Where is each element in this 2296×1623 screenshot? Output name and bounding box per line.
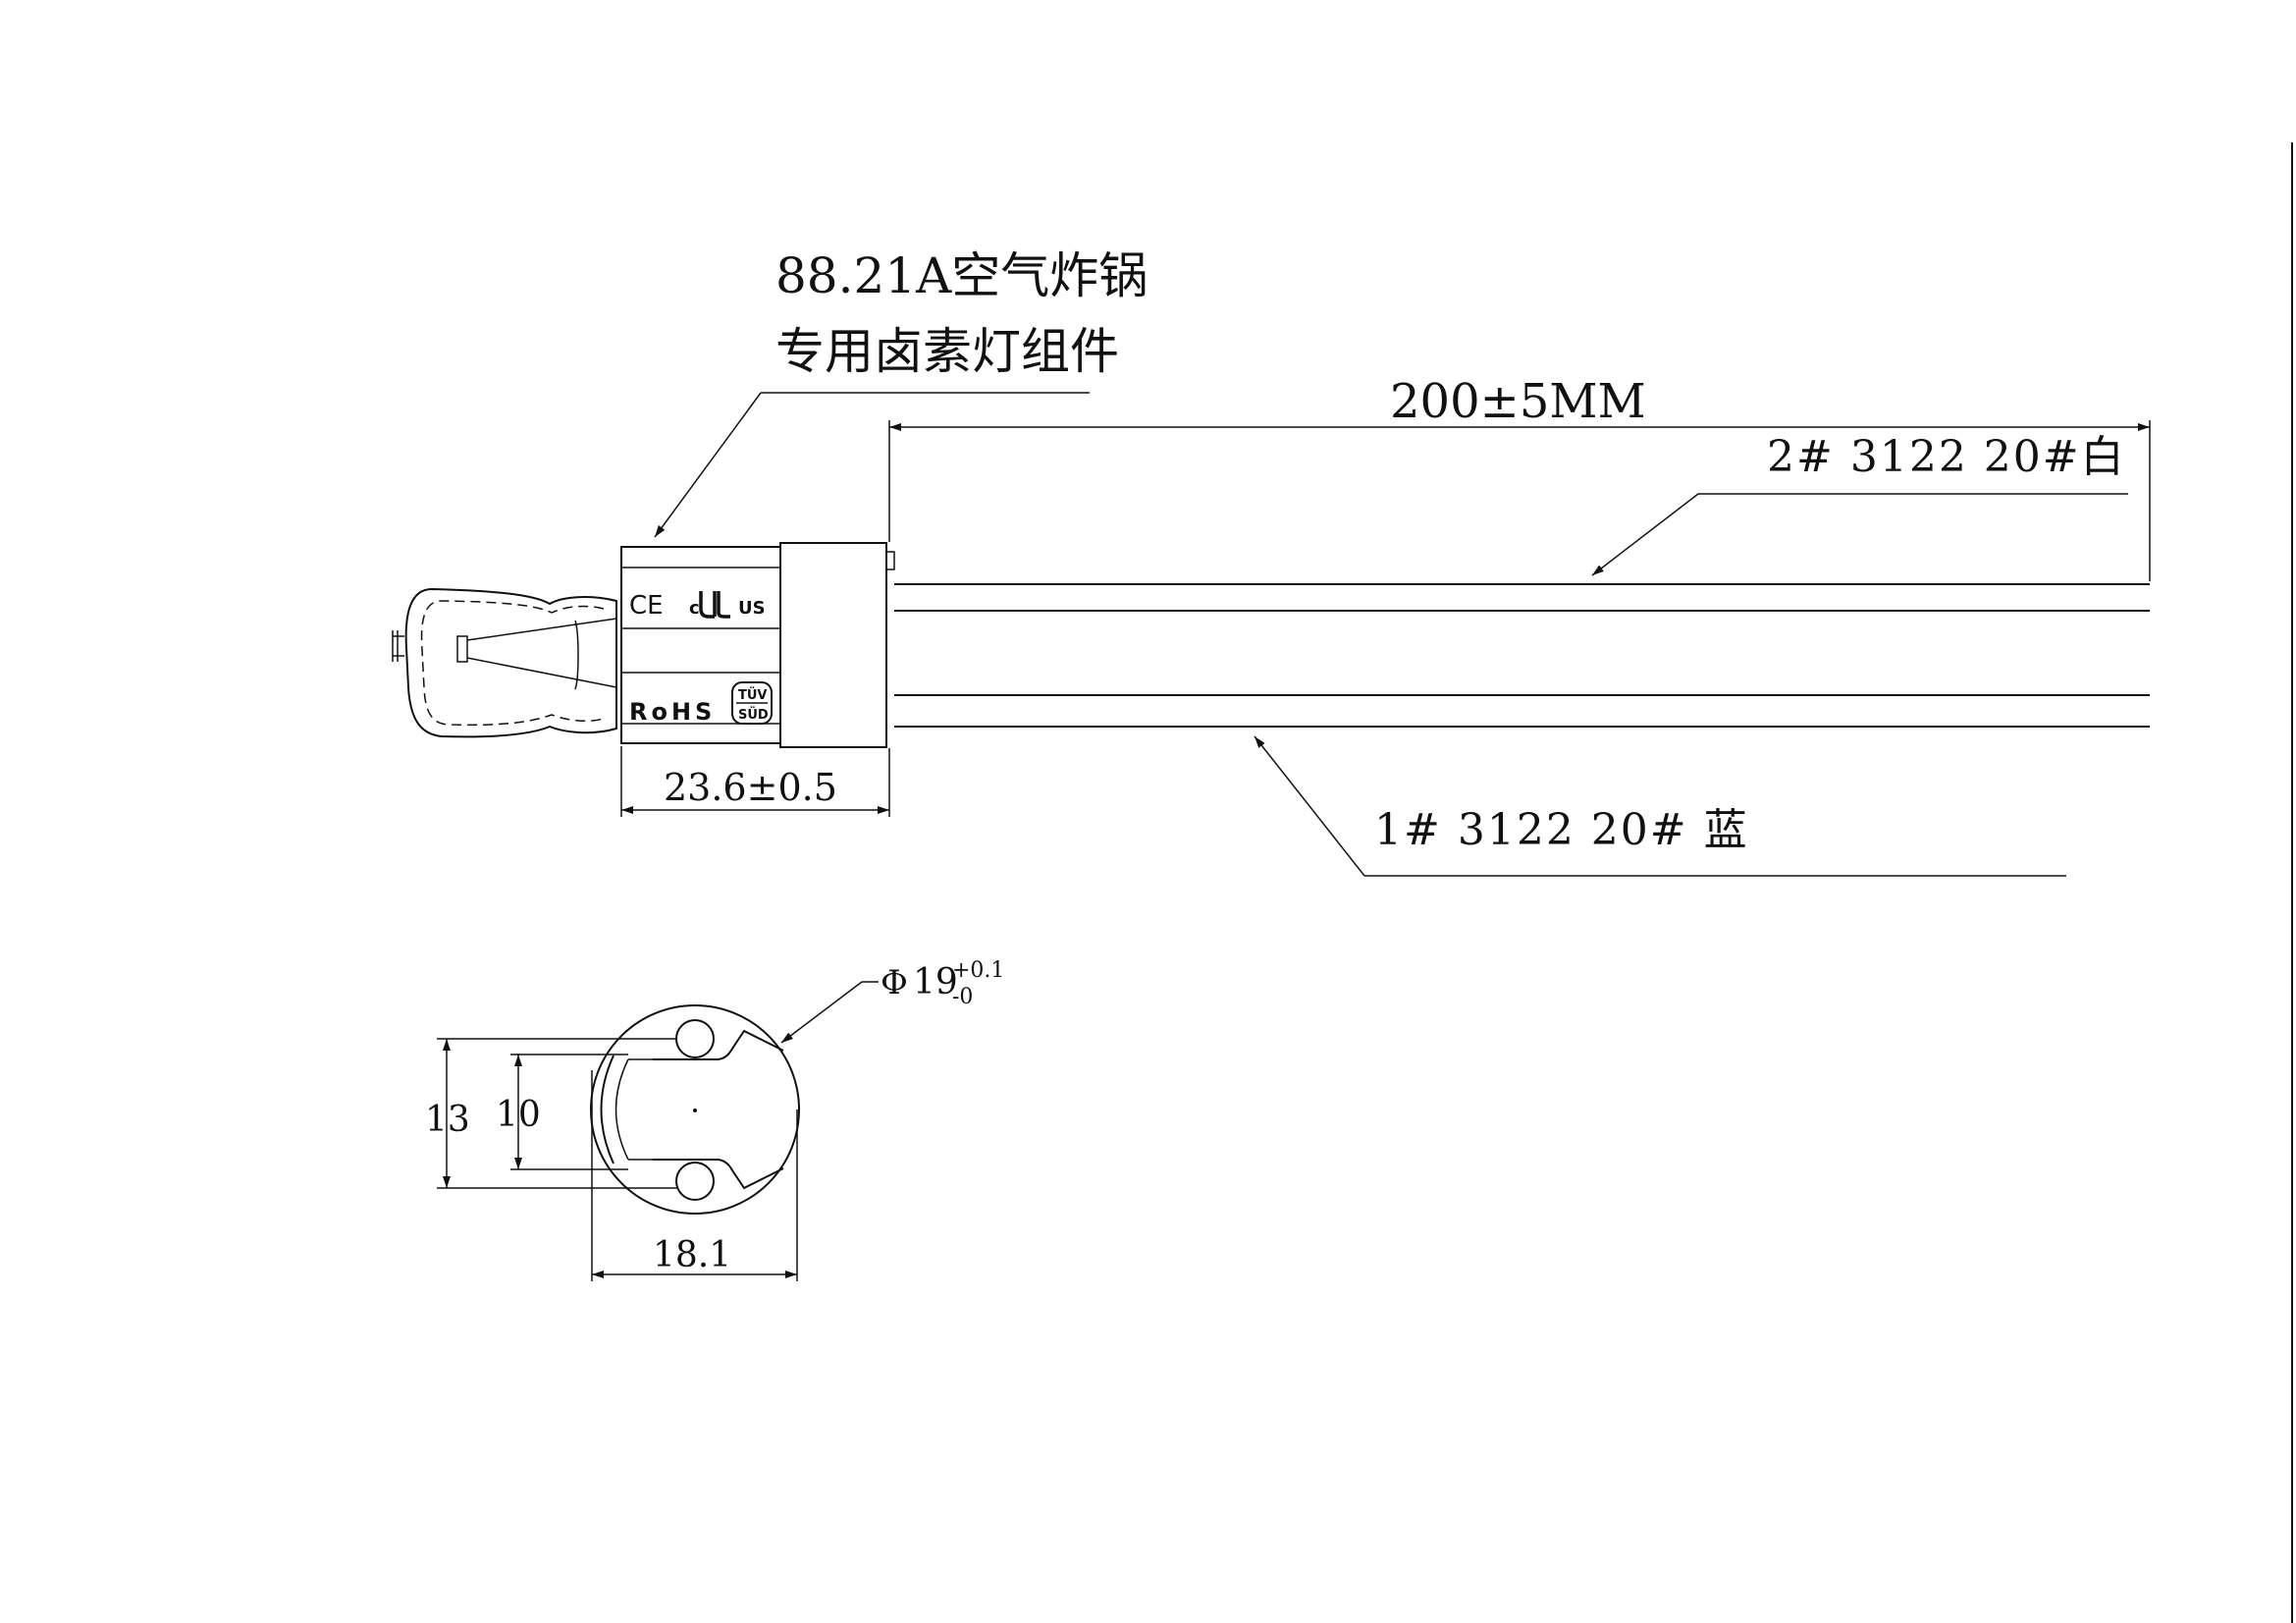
width-label: 18.1: [653, 1235, 731, 1275]
title-line-2: 专用卤素灯组件: [775, 323, 1119, 380]
diameter-symbol: Φ: [881, 963, 908, 1002]
height-13-label: 13: [425, 1100, 470, 1140]
wire-1-leader-arrow: [1254, 735, 1365, 877]
diameter-tol-lower: -0: [952, 985, 973, 1009]
wire-2-label: 2# 3122 20#白: [1767, 432, 2126, 482]
diameter-tol-upper: +0.1: [952, 958, 1004, 983]
wire-2-leader-arrow: [1591, 493, 1699, 576]
sud-label: SÜD: [738, 707, 769, 723]
base-length-label: 23.6±0.5: [664, 766, 837, 809]
rohs-mark: RoHS: [629, 698, 716, 726]
tuv-label: TÜV: [738, 687, 768, 703]
wire-2-white: [894, 583, 2150, 612]
diameter-leader-arrow: [780, 981, 863, 1044]
halogen-bulb: [392, 587, 617, 738]
tuv-sud-logo-icon: TÜV SÜD: [731, 681, 773, 725]
ul-us-mark: US: [738, 598, 766, 619]
wire-1-label: 1# 3122 20# 蓝: [1374, 805, 1749, 855]
wire-1-blue: [894, 694, 2150, 728]
ul-logo-icon: [699, 591, 730, 619]
lamp-base: [620, 542, 895, 748]
ul-c-mark: c: [689, 598, 700, 619]
title-line-1: 88.21A空气炸锅: [775, 247, 1148, 304]
height-10-label: 10: [496, 1095, 541, 1135]
diameter-value: 19: [913, 962, 958, 1002]
base-end-view: [590, 1004, 800, 1215]
cable-length-label: 200±5MM: [1390, 374, 1646, 429]
ce-mark: CE: [629, 591, 664, 621]
title-leader-arrow: [654, 392, 762, 538]
